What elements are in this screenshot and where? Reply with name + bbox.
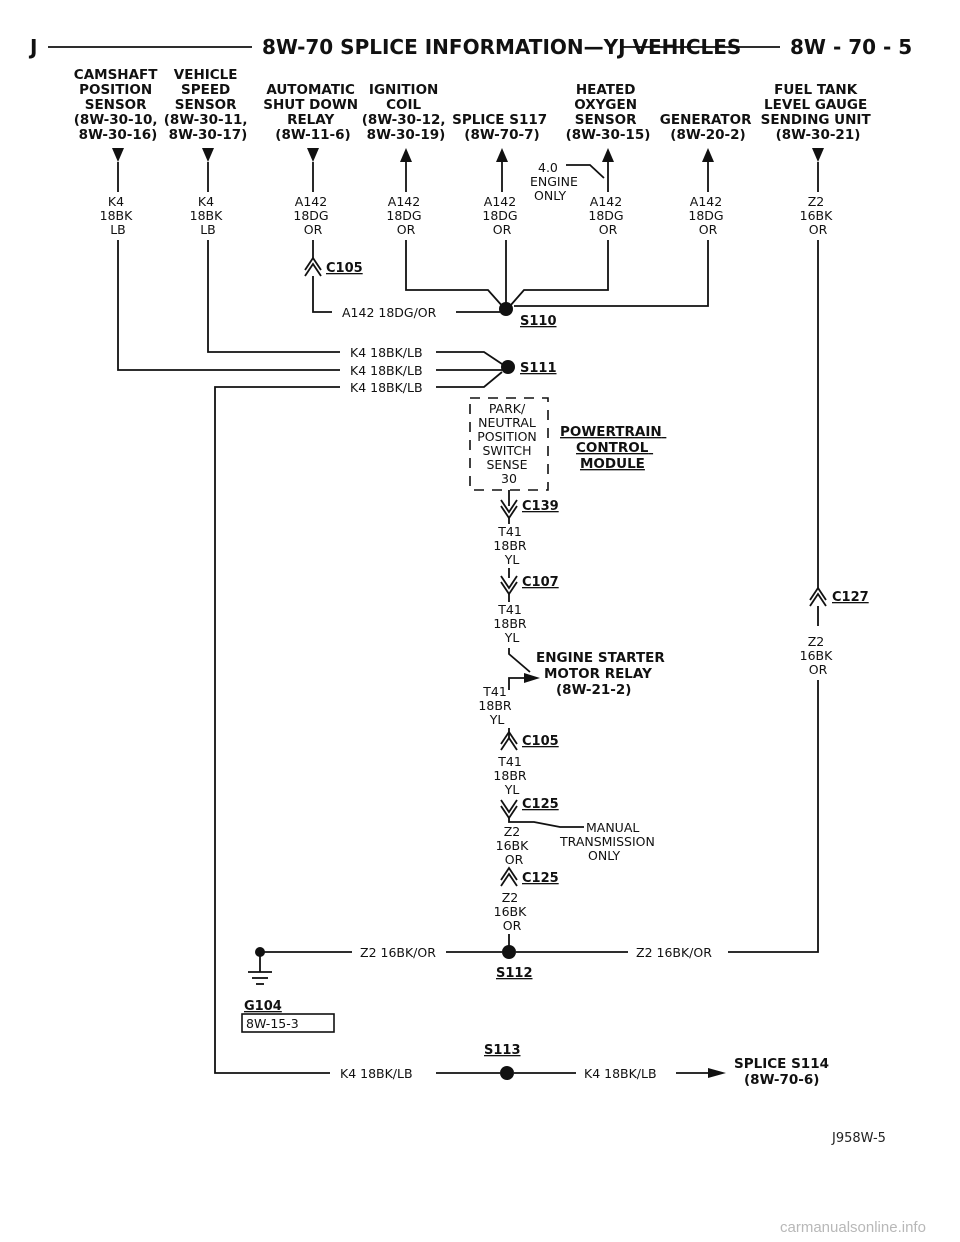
header-left: J (28, 35, 37, 59)
component-generator: GENERATOR (8W-20-2) (660, 112, 756, 143)
connector-symbol-icon (500, 730, 518, 745)
wire-label-z2-top: Z2 16BK OR (800, 194, 837, 237)
connector-c105: C105 (326, 261, 363, 276)
wire-label-t41-4: T41 18BR YL (493, 754, 530, 797)
watermark: carmanualsonline.info (780, 1219, 926, 1236)
manual-transmission-note: MANUAL TRANSMISSION ONLY (559, 820, 659, 863)
wire-label-t41-1: T41 18BR YL (493, 524, 530, 567)
wire-label-a142-2: A142 18DG OR (386, 194, 425, 237)
wire-label-t41-3: T41 18BR YL (478, 684, 515, 727)
connector-symbol-icon (500, 799, 518, 814)
s113-right-label: K4 18BK/LB (584, 1066, 657, 1081)
wire-label-t41-2: T41 18BR YL (493, 602, 530, 645)
pnp-switch-label: PARK/ NEUTRAL POSITION SWITCH SENSE 30 (477, 401, 541, 486)
splice-s112: S112 (496, 966, 533, 981)
wire-label-a142-4: A142 18DG OR (588, 194, 627, 237)
s112-right-label: Z2 16BK/OR (636, 945, 712, 960)
arrow-down-icon (202, 148, 214, 162)
wire-label-k4-2: K4 18BK LB (190, 194, 227, 237)
wire-label-k4-1: K4 18BK LB (100, 194, 137, 237)
connector-c127: C127 (832, 590, 869, 605)
wire-label-z2-mid-1: Z2 16BK OR (496, 824, 533, 867)
s111-output-label: K4 18BK/LB (350, 380, 423, 395)
wire-label-a142-1: A142 18DG OR (293, 194, 332, 237)
s111-input-2-label: K4 18BK/LB (350, 363, 423, 378)
splice-s114-ref: SPLICE S114 (8W-70-6) (734, 1056, 834, 1088)
connector-c139: C139 (522, 499, 559, 514)
connector-symbol-icon (500, 866, 518, 881)
component-heated-oxygen-sensor: HEATED OXYGEN SENSOR (8W-30-15) (566, 82, 651, 143)
connector-c125-b: C125 (522, 871, 559, 886)
ground-ref: 8W-15-3 (246, 1016, 299, 1031)
ground-ref-box (241, 1013, 335, 1033)
engine-only-note: 4.0 ENGINE ONLY (530, 160, 582, 203)
arrow-down-icon (812, 148, 824, 162)
splice-dot-s110 (499, 302, 513, 316)
connector-symbol-icon (500, 575, 518, 590)
wire-label-z2-right: Z2 16BK OR (800, 634, 837, 677)
arrow-up-icon (496, 148, 508, 162)
splice-s110: S110 (520, 314, 557, 329)
s113-left-label: K4 18BK/LB (340, 1066, 413, 1081)
s112-left-label: Z2 16BK/OR (360, 945, 436, 960)
component-fuel-tank-sending-unit: FUEL TANK LEVEL GAUGE SENDING UNIT (8W-3… (761, 82, 876, 143)
component-splice-s117: SPLICE S117 (8W-70-7) (452, 112, 552, 143)
splice-dot-s113 (500, 1066, 514, 1080)
connector-c105-b: C105 (522, 734, 559, 749)
arrow-up-icon (702, 148, 714, 162)
arrow-down-icon (112, 148, 124, 162)
ground-g104: G104 (244, 999, 282, 1014)
connector-symbol-icon (809, 586, 827, 601)
wire-label-a142-5: A142 18DG OR (688, 194, 727, 237)
s110-input-label: A142 18DG/OR (342, 305, 437, 320)
arrow-right-icon (708, 1068, 726, 1078)
pnp-switch-box (469, 397, 549, 491)
connector-symbol-icon (500, 499, 518, 514)
wire-label-z2-mid-2: Z2 16BK OR (494, 890, 531, 933)
splice-dot-s111 (501, 360, 515, 374)
splice-dot-s112 (502, 945, 516, 959)
arrow-right-icon (524, 673, 540, 683)
page-number: 8W - 70 - 5 (790, 35, 912, 59)
s111-input-1-label: K4 18BK/LB (350, 345, 423, 360)
powertrain-control-module: POWERTRAIN CONTROL MODULE (560, 424, 666, 472)
figure-id: J958W-5 (831, 1131, 886, 1146)
connector-c107: C107 (522, 575, 559, 590)
arrow-up-icon (602, 148, 614, 162)
connector-symbol-icon (304, 256, 322, 271)
splice-s111: S111 (520, 361, 557, 376)
engine-starter-motor-relay: ENGINE STARTER MOTOR RELAY (8W-21-2) (536, 650, 670, 698)
wire-label-a142-3: A142 18DG OR (482, 194, 521, 237)
component-ignition-coil: IGNITION COIL (8W-30-12, 8W-30-19) (362, 82, 450, 143)
connector-c125: C125 (522, 797, 559, 812)
splice-s113: S113 (484, 1043, 521, 1058)
arrow-up-icon (400, 148, 412, 162)
component-vehicle-speed-sensor: VEHICLE SPEED SENSOR (8W-30-11, 8W-30-17… (164, 67, 252, 143)
arrow-down-icon (307, 148, 319, 162)
component-asd-relay: AUTOMATIC SHUT DOWN RELAY (8W-11-6) (263, 82, 362, 143)
component-camshaft-position-sensor: CAMSHAFT POSITION SENSOR (8W-30-10, 8W-3… (74, 67, 162, 143)
